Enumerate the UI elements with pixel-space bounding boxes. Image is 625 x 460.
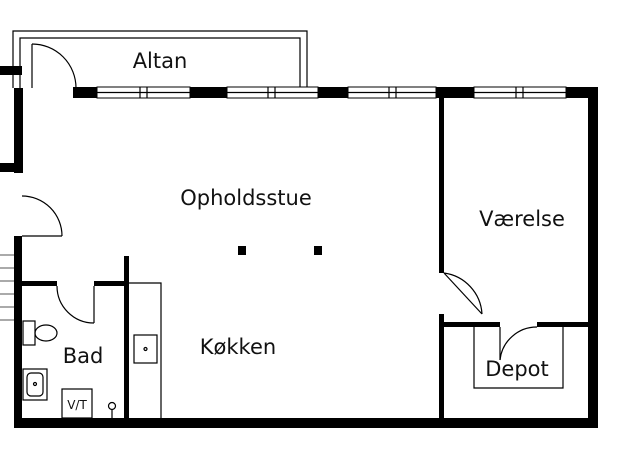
- window-1: [96, 86, 191, 99]
- bedroom-door-leaf: [443, 272, 483, 315]
- window-4: [473, 86, 567, 99]
- window-2: [226, 86, 319, 99]
- toilet-icon: [22, 320, 58, 346]
- interior-walls: [22, 97, 589, 420]
- column-left: [238, 246, 246, 255]
- windows: [96, 86, 567, 99]
- fixture-label-vt: V/T: [67, 398, 87, 412]
- bath-door-swing: [56, 285, 95, 324]
- kitchen-sink-icon: [133, 334, 158, 364]
- columns: [238, 246, 322, 255]
- kitchen-counter: [129, 282, 162, 418]
- room-label-vaerelse: Værelse: [479, 207, 565, 231]
- column-right: [314, 246, 322, 255]
- balcony-door-swing: [31, 43, 77, 89]
- staircase: [0, 254, 14, 321]
- bedroom-door-swing: [443, 272, 483, 315]
- depot-shelf: [473, 327, 564, 389]
- outer-walls: [0, 66, 598, 428]
- room-label-depot: Depot: [485, 357, 549, 381]
- room-labels: Altan Opholdsstue Værelse Køkken Bad Dep…: [63, 49, 565, 412]
- room-label-altan: Altan: [133, 49, 188, 73]
- bathroom-fixtures: [22, 320, 117, 419]
- room-label-koekken: Køkken: [200, 335, 276, 359]
- room-label-bad: Bad: [63, 344, 104, 368]
- washbasin-icon: [22, 368, 48, 401]
- depot-door-swing: [499, 326, 538, 361]
- room-label-opholdsstue: Opholdsstue: [180, 186, 312, 210]
- washer-dryer-box: [61, 388, 93, 419]
- entrance-door: [21, 195, 63, 237]
- balcony: [12, 30, 308, 89]
- floor-drain-icon: [107, 401, 117, 418]
- window-3: [347, 86, 437, 99]
